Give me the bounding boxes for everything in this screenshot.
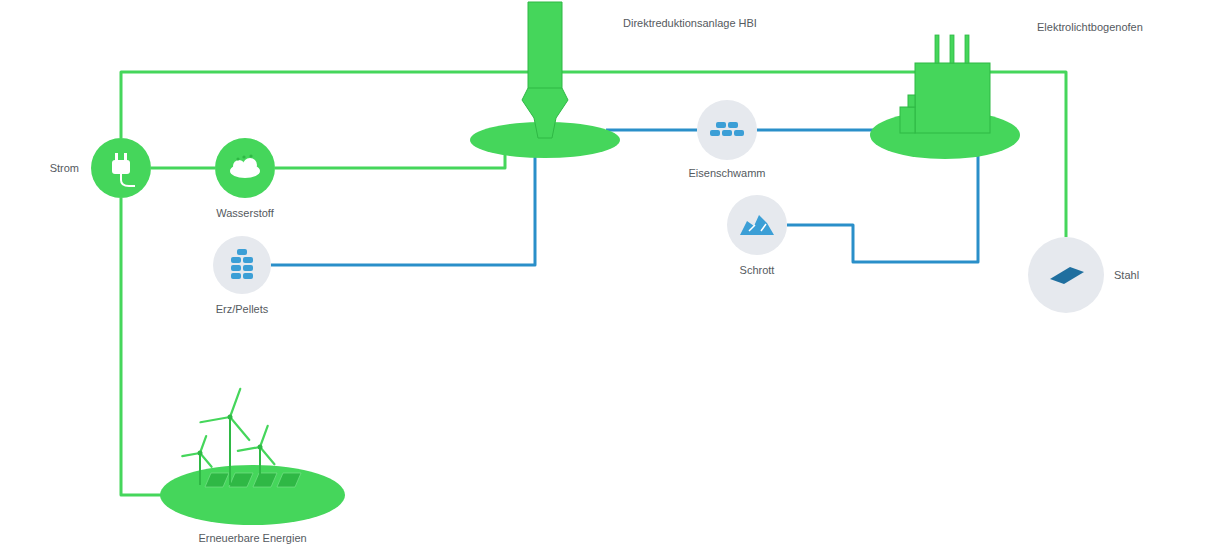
reduction-tower bbox=[522, 2, 568, 138]
node-label: Direktreduktionsanlage HBI bbox=[623, 16, 773, 30]
material-flow-line bbox=[606, 129, 697, 132]
steel-icon bbox=[1050, 267, 1084, 284]
icon-circle bbox=[697, 100, 757, 160]
node-shape bbox=[870, 35, 1020, 159]
icon-circle bbox=[727, 195, 787, 255]
plug-icon bbox=[112, 153, 135, 186]
material-flow-line bbox=[787, 155, 978, 262]
solar-panels bbox=[205, 473, 301, 487]
ground-ellipse bbox=[160, 465, 345, 525]
energy-flow-line bbox=[275, 154, 505, 168]
scrap-circle: Schrott bbox=[727, 195, 787, 255]
icon-circle bbox=[91, 138, 151, 198]
node-label: Stahl bbox=[1114, 268, 1139, 282]
node-label: Eisenschwamm bbox=[688, 166, 765, 180]
arc-furnace-plant: Elektrolichtbogenofen bbox=[870, 35, 1020, 159]
node-label: Elektrolichtbogenofen bbox=[1037, 20, 1143, 34]
node-shape bbox=[470, 0, 620, 158]
node-shape bbox=[160, 395, 345, 525]
energy-flow-line bbox=[990, 72, 1066, 237]
icon-circle bbox=[213, 236, 271, 294]
icon-circle bbox=[1028, 237, 1104, 313]
node-shape bbox=[213, 236, 271, 294]
energy-flow-line bbox=[121, 198, 162, 495]
node-label: Erz/Pellets bbox=[216, 302, 269, 316]
node-shape bbox=[727, 195, 787, 255]
icon-circle bbox=[215, 138, 275, 198]
node-label: Erneuerbare Energien bbox=[198, 531, 306, 545]
node-label: Wasserstoff bbox=[216, 206, 273, 220]
node-label: Schrott bbox=[740, 263, 775, 277]
scrap-icon bbox=[740, 215, 774, 235]
renewables-field: Erneuerbare Energien bbox=[160, 395, 345, 525]
material-flow-line bbox=[271, 156, 535, 265]
wind-turbines bbox=[182, 389, 274, 485]
energy-flow-line bbox=[151, 167, 215, 170]
arc-furnace bbox=[900, 35, 990, 133]
node-shape bbox=[1028, 237, 1104, 313]
node-shape bbox=[697, 100, 757, 160]
ore-circle: Erz/Pellets bbox=[213, 236, 271, 294]
node-label: Strom bbox=[50, 161, 79, 175]
node-shape bbox=[215, 138, 275, 198]
reduction-plant: Direktreduktionsanlage HBI bbox=[470, 0, 620, 158]
hydrogen-icon bbox=[230, 154, 260, 178]
sponge-iron-icon bbox=[710, 122, 744, 136]
sponge-iron-circle: Eisenschwamm bbox=[697, 100, 757, 160]
material-flow-line bbox=[757, 129, 874, 132]
ore-icon bbox=[231, 249, 253, 279]
steel-circle: Stahl bbox=[1028, 237, 1104, 313]
power-circle: Strom bbox=[91, 138, 151, 198]
hydrogen-circle: Wasserstoff bbox=[215, 138, 275, 198]
node-shape bbox=[91, 138, 151, 198]
